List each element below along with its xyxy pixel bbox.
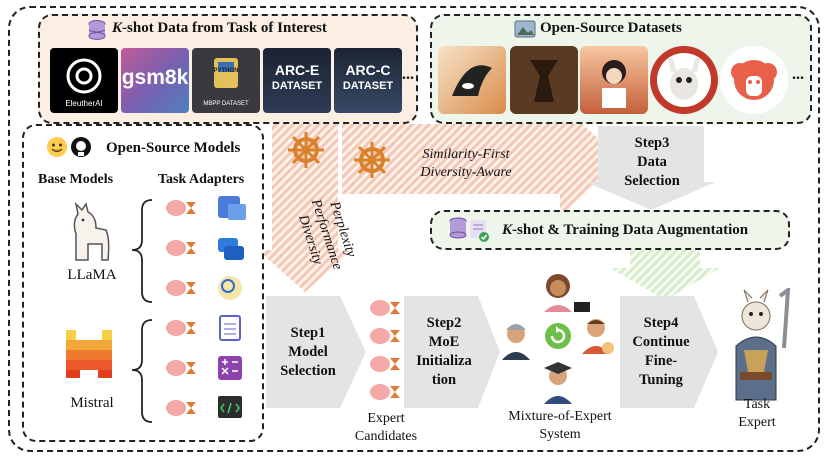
step1-arrow xyxy=(266,296,366,408)
helm-icon-right xyxy=(354,142,390,178)
mbpp-thumb: PYTHON MBPP DATASET xyxy=(192,48,260,113)
helm-icon-left xyxy=(288,132,324,168)
adapter-row-translate xyxy=(166,196,246,220)
data-augment-icon xyxy=(449,217,489,242)
expert-person-engineer xyxy=(502,324,530,360)
expert-person-woman xyxy=(544,274,590,312)
kshot-panel-title: K-shot Data from Task of Interest xyxy=(112,20,327,36)
step3-arrow xyxy=(586,126,716,210)
hatched-arrow-right xyxy=(342,104,622,216)
task-expert-icon xyxy=(735,288,791,401)
augmentation-title: K-shot & Training Data Augmentation xyxy=(502,222,749,238)
hatched-arrow-down xyxy=(258,122,352,292)
osd-panel-title: Open-Source Datasets xyxy=(540,20,682,36)
expert-person-artist xyxy=(582,319,614,354)
arc-c-thumb: ARC-C DATASET xyxy=(334,48,402,113)
base-models-header: Base Models xyxy=(38,172,114,187)
refresh-icon xyxy=(545,323,571,349)
step4-arrow xyxy=(620,296,718,408)
adapter-row-code xyxy=(166,396,242,418)
outer-frame xyxy=(8,6,820,452)
eleutherai-thumb: EleutherAI xyxy=(50,48,118,113)
expert-candidates-icons xyxy=(370,300,400,400)
dataset-image-sheep xyxy=(720,46,788,114)
dataset-image-anime xyxy=(580,46,648,114)
adapter-row-document xyxy=(166,315,241,341)
gsm8k-thumb: gsm8k xyxy=(121,48,189,113)
expert-person-graduate xyxy=(544,362,572,404)
adapter-row-search xyxy=(166,276,242,300)
dataset-image-deer xyxy=(510,46,578,114)
llama-brace xyxy=(131,199,153,303)
github-icon xyxy=(71,137,91,157)
arc-e-thumb: ARC-E DATASET xyxy=(263,48,331,113)
database-icon xyxy=(88,20,106,40)
criterion-similarity-first: Similarity-First xyxy=(422,147,510,162)
mistral-label: Mistral xyxy=(70,395,114,411)
augmentation-panel xyxy=(430,210,790,250)
task-adapters-header: Task Adapters xyxy=(158,172,245,187)
mistral-brace xyxy=(131,319,153,423)
mistral-logo xyxy=(66,330,112,378)
criterion-diversity-aware: Diversity-Aware xyxy=(420,165,512,180)
moe-experts-icons xyxy=(502,274,614,404)
osd-ellipsis: ... xyxy=(792,66,804,83)
dataset-image-orca xyxy=(438,46,506,114)
llama-label: LLaMA xyxy=(67,267,117,283)
adapter-row-calculator xyxy=(166,356,242,380)
step2-arrow xyxy=(404,296,500,408)
dataset-image-llama xyxy=(650,46,718,114)
kshot-ellipsis: ... xyxy=(402,66,414,83)
llama-logo xyxy=(73,201,110,261)
hugging-face-icon xyxy=(47,137,67,157)
image-icon xyxy=(514,20,536,38)
osm-panel-title: Open-Source Models xyxy=(106,140,241,156)
hatched-arrow-green xyxy=(610,250,720,300)
task-adapters-icons xyxy=(166,196,246,418)
adapter-row-chat xyxy=(166,238,244,260)
